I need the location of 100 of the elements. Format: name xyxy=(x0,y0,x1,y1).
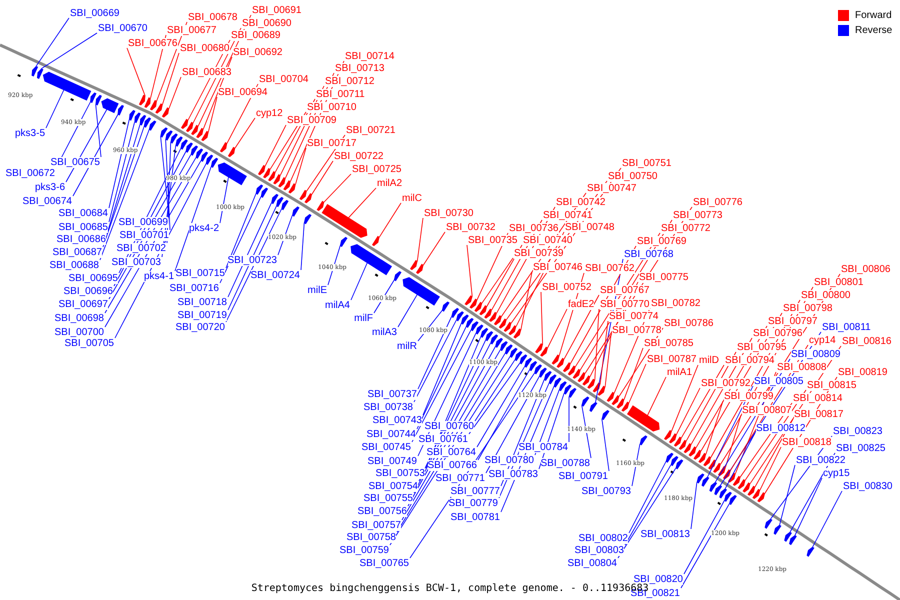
gene-block xyxy=(288,183,296,194)
gene-label: SBI_00698 xyxy=(54,312,104,324)
gene-label: pks4-2 xyxy=(188,222,219,234)
gene-block xyxy=(806,546,814,557)
gene-block xyxy=(520,354,528,364)
gene-label: SBI_00686 xyxy=(56,234,106,244)
gene-block xyxy=(562,362,571,372)
gene-block xyxy=(688,446,696,456)
gene-block xyxy=(752,488,760,499)
leader-line xyxy=(108,119,130,208)
gene-block xyxy=(713,462,721,473)
gene-block xyxy=(210,158,218,168)
leader-line xyxy=(168,76,182,109)
leader-line xyxy=(350,262,368,300)
gene-label: SBI_00751 xyxy=(622,158,672,168)
leader-line xyxy=(264,124,286,167)
legend-label: Forward xyxy=(855,10,892,21)
gene-block xyxy=(155,103,163,114)
leader-line xyxy=(540,292,543,345)
leader-line xyxy=(594,308,600,380)
gene-label: SBI_00786 xyxy=(664,318,714,328)
gene-label: SBI_00754 xyxy=(368,480,418,492)
gene-label: SBI_00797 xyxy=(768,316,818,326)
gene-label: SBI_00768 xyxy=(624,248,674,260)
gene-label: SBI_00730 xyxy=(424,208,474,218)
leader-line xyxy=(628,461,666,534)
leader-line xyxy=(676,388,700,435)
leader-line xyxy=(760,446,782,491)
leader-line xyxy=(794,478,822,536)
gene-label: SBI_00755 xyxy=(364,492,413,504)
gene-block xyxy=(732,476,741,486)
gene-block xyxy=(299,190,307,200)
leader-line xyxy=(725,414,742,468)
gene-block xyxy=(322,204,368,238)
gene-block xyxy=(510,348,518,358)
gene-block xyxy=(201,130,209,142)
gene-label: SBI_00676 xyxy=(128,38,178,48)
leader-line xyxy=(684,500,725,574)
gene-label: SBI_00775 xyxy=(639,272,688,282)
gene-block xyxy=(488,312,497,322)
gene-label: SBI_00787 xyxy=(647,354,696,364)
gene-label: SBI_00799 xyxy=(724,390,774,402)
gene-block xyxy=(140,114,146,126)
gene-label: SBI_00677 xyxy=(167,24,216,36)
gene-block xyxy=(670,456,678,466)
gene-label: SBI_00773 xyxy=(673,210,722,220)
gene-block xyxy=(698,452,706,463)
leader-line xyxy=(476,366,526,448)
leader-line xyxy=(46,90,64,128)
gene-label: milA1 xyxy=(667,366,692,378)
leader-line xyxy=(604,334,612,388)
gene-block xyxy=(508,325,516,336)
gene-label: SBI_00696 xyxy=(64,286,113,296)
gene-block xyxy=(582,375,590,386)
gene-block xyxy=(476,324,484,335)
gene-block xyxy=(747,486,756,496)
gene-block xyxy=(32,66,38,76)
gene-label: SBI_00711 xyxy=(316,88,365,100)
gene-label: SBI_00783 xyxy=(488,468,538,480)
leader-line xyxy=(812,490,842,548)
gene-label: SBI_00816 xyxy=(842,336,892,346)
gene-label: SBI_00794 xyxy=(725,354,774,366)
gene-label: SBI_00688 xyxy=(50,260,99,270)
gene-block xyxy=(729,495,737,506)
gene-block xyxy=(304,193,312,204)
gene-block xyxy=(479,305,488,316)
gene-label: SBI_00818 xyxy=(782,436,832,448)
gene-block xyxy=(558,381,567,392)
leader-line xyxy=(348,188,376,218)
gene-block xyxy=(664,430,672,440)
gene-block xyxy=(500,341,508,352)
gene-label: SBI_00685 xyxy=(58,222,108,232)
gene-label: SBI_00739 xyxy=(514,248,564,258)
gene-label: SBI_00753 xyxy=(376,468,425,478)
gene-label: SBI_00687 xyxy=(52,246,102,258)
gene-label: SBI_00792 xyxy=(701,378,750,388)
gene-block xyxy=(180,118,188,129)
gene-block xyxy=(535,343,543,354)
gene-block xyxy=(552,354,560,365)
leader-line xyxy=(600,320,608,384)
gene-block xyxy=(456,311,464,322)
gene-label: SBI_00694 xyxy=(218,86,268,98)
gene-label: SBI_00669 xyxy=(70,8,120,18)
gene-block xyxy=(160,127,168,138)
gene-block xyxy=(548,374,557,384)
gene-label: SBI_00766 xyxy=(428,460,477,470)
gene-block xyxy=(470,321,479,332)
gene-block xyxy=(128,110,136,121)
gene-label: SBI_00675 xyxy=(50,156,100,168)
gene-label: SBI_00735 xyxy=(468,234,518,246)
gene-block xyxy=(494,315,502,326)
gene-label: SBI_00672 xyxy=(6,168,55,178)
gene-block xyxy=(556,358,564,368)
gene-label: SBI_00723 xyxy=(228,254,277,266)
leader-line xyxy=(226,193,256,268)
leader-line xyxy=(671,364,698,432)
gene-block xyxy=(495,338,504,348)
leader-line xyxy=(165,139,170,230)
leader-line xyxy=(478,369,530,460)
leader-line xyxy=(102,126,144,248)
